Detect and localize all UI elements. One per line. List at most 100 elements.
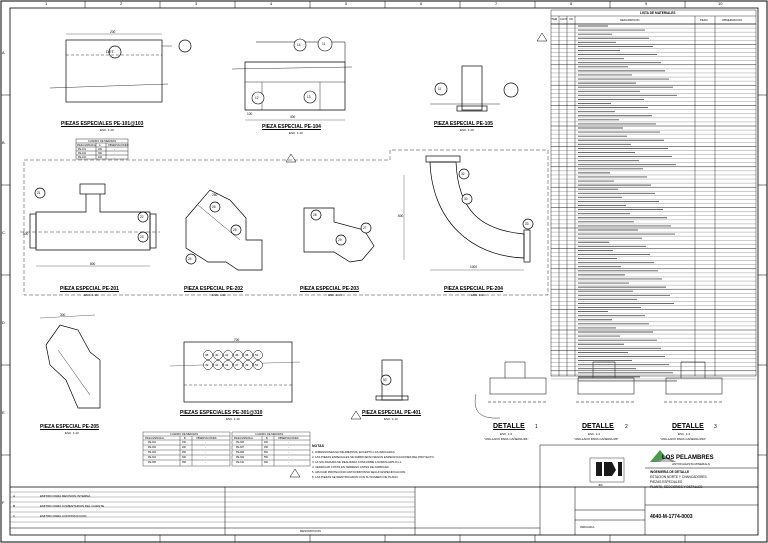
- pe203-title: PIEZA ESPECIAL PE-203: [300, 286, 359, 292]
- dim: 100: [247, 112, 253, 116]
- title-block-rows: [10, 491, 415, 523]
- pe205-scale: ESC. 1:10: [65, 431, 79, 435]
- table-cell: PE-305: [148, 461, 156, 464]
- balloon: 47: [235, 363, 239, 367]
- project-line: PIEZAS ESPECIALES: [650, 480, 683, 484]
- col-label: 4: [270, 1, 273, 6]
- table-cell: PE-307: [236, 446, 244, 449]
- revision-triangles: [285, 32, 548, 478]
- bom-rows: [551, 23, 756, 382]
- pe301-scale: ESC. 1:10: [226, 417, 240, 421]
- revision-desc: EMITIDO PARA REVISION INTERNA: [40, 494, 91, 498]
- table-header: PIEZA ESPECIAL: [234, 436, 254, 440]
- table-cell: PE-102: [78, 151, 86, 155]
- table-cell: -: [205, 441, 206, 444]
- region-boundary: [23, 149, 549, 296]
- balloon: 26: [212, 205, 216, 209]
- pe203-scale: ESC. 1:10: [328, 293, 342, 297]
- drawing-number: 4040-M-1774-0003: [650, 514, 693, 520]
- balloon: 24: [188, 257, 192, 261]
- table-title: CUADRO DE MEDIDAS: [88, 139, 117, 143]
- balloon: 48: [245, 353, 249, 357]
- pe104-balloons: [251, 36, 333, 105]
- table-cell: 200: [98, 147, 102, 151]
- balloon: 46: [235, 353, 239, 357]
- view-pe202: [185, 189, 263, 271]
- pe401-title: PIEZA ESPECIAL PE-401: [362, 410, 421, 416]
- table-cell: 450: [264, 446, 268, 449]
- table-cell: -: [205, 451, 206, 454]
- table-cell: 600: [264, 461, 268, 464]
- det2-scale: ESC. 1:4: [588, 432, 601, 436]
- balloon: 30: [464, 197, 468, 201]
- table-cell: -: [205, 456, 206, 459]
- balloon: 23: [140, 235, 144, 239]
- jri-logo: [589, 457, 625, 483]
- dim: 200: [110, 30, 116, 34]
- table-cell: -: [288, 441, 289, 444]
- balloon: 21: [37, 191, 41, 195]
- pe101-scale: ESC. 1:10: [100, 128, 114, 132]
- col-label: 1: [45, 1, 48, 6]
- view-pe201: [20, 183, 160, 267]
- pe101-title: PIEZAS ESPECIALES PE-101@103: [61, 121, 144, 127]
- table-header: PIEZA ESPECIAL: [77, 143, 97, 147]
- balloon: 39: [205, 363, 209, 367]
- table-title: CUADRO DE MEDIDAS: [255, 432, 284, 436]
- balloon: 38: [205, 353, 209, 357]
- view-pe104: [231, 41, 353, 121]
- det3-num: 3: [714, 424, 717, 430]
- bom-header: DESCRIPCION: [620, 18, 640, 22]
- table-header: PIEZA ESPECIAL: [145, 436, 165, 440]
- table-cell: -: [205, 446, 206, 449]
- note-line: 4. VERIFICAR COTAS EN TERRENO ANTES DE F…: [312, 465, 390, 469]
- balloon: 52: [255, 363, 259, 367]
- pe201-title: PIEZA ESPECIAL PE-201: [60, 286, 119, 292]
- table-cell: PE-302: [148, 446, 156, 449]
- company-sub: ANTOFAGASTA MINERALS: [672, 462, 710, 466]
- table-title: CUADRO DE MEDIDAS: [170, 432, 199, 436]
- col-label: 7: [495, 1, 498, 6]
- det3-caption: "ANILLADO PARA CAÑERIA Ø10": [660, 437, 707, 441]
- table-cell: PE-101: [78, 147, 86, 151]
- table-cell: PE-308: [236, 451, 244, 454]
- note-line: 1. DIMENSIONES EN MILIMETROS, EXCEPTO LA…: [312, 450, 396, 454]
- pe301-title: PIEZAS ESPECIALES PE-301@310: [180, 410, 263, 416]
- table-cell: -: [288, 451, 289, 454]
- table-cell: -: [114, 147, 115, 151]
- details-group: [474, 361, 724, 419]
- table-cell: -: [288, 446, 289, 449]
- pe401-scale: ESC. 1:10: [384, 417, 398, 421]
- det1-title: DETALLE: [493, 423, 525, 430]
- project-line: PLANTA, SECCIONES Y DETALLES: [650, 485, 703, 489]
- los-pelambres-logo: [650, 450, 676, 462]
- table-cell: PE-103: [78, 155, 86, 159]
- pe104-scale: ESC. 1:10: [289, 131, 303, 135]
- balloon: 12: [255, 96, 259, 100]
- table-cell: PE-310: [236, 461, 244, 464]
- det3-title: DETALLE: [672, 423, 704, 430]
- bom-header: ITEM: [551, 18, 558, 21]
- table-cell: -: [205, 461, 206, 464]
- note-line: 3. LA SOLDADURA SE REALIZARA CONFORME A …: [312, 460, 402, 464]
- bom-table: [550, 9, 757, 377]
- view-pe301: [169, 341, 301, 403]
- col-label: 6: [420, 1, 423, 6]
- view-pe101: [49, 33, 192, 103]
- balloon: 11: [438, 87, 442, 91]
- view-pe203: [303, 207, 375, 263]
- balloon: 13: [307, 95, 311, 99]
- row-label: F: [2, 500, 5, 505]
- pe204-title: PIEZA ESPECIAL PE-204: [444, 286, 503, 292]
- table-header: B: [266, 436, 268, 440]
- pe301-balloons: [203, 350, 263, 370]
- bom-header: OBSERVACION: [722, 18, 743, 22]
- balloon: 28: [313, 213, 317, 217]
- scale-value: INDICADA: [580, 525, 595, 529]
- table-header: OBSERVACIONES: [196, 436, 217, 440]
- table-cell: 400: [264, 441, 268, 444]
- pe105-title: PIEZA ESPECIAL PE-105: [434, 121, 493, 127]
- row-label: B: [2, 140, 5, 145]
